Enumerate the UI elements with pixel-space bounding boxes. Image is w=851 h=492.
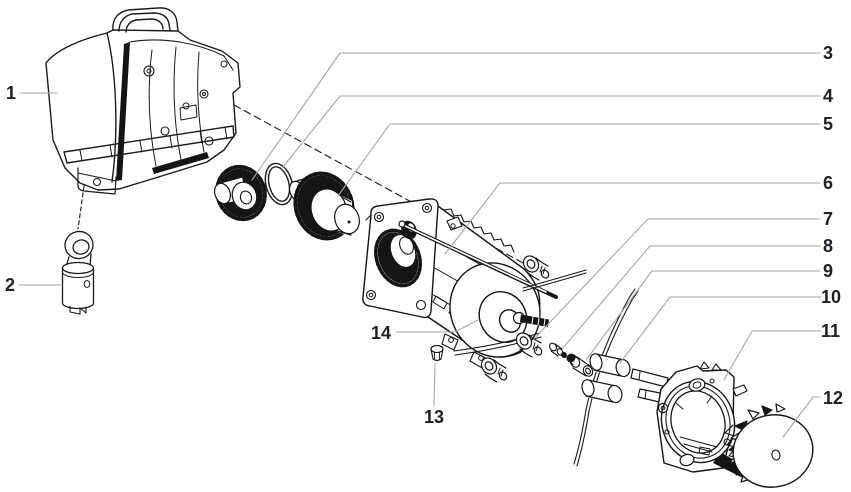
leader-4 [282, 95, 821, 168]
callout-13: 13 [424, 407, 445, 427]
leader-5 [337, 123, 821, 197]
leader-11 [723, 330, 822, 381]
callout-1: 1 [6, 83, 17, 103]
pin-drawing [548, 342, 567, 359]
leader-7 [533, 218, 821, 340]
callout-12: 12 [823, 388, 844, 408]
callout-5: 5 [823, 114, 834, 134]
screw-drawing [480, 255, 550, 383]
leader-3 [251, 52, 821, 181]
callout-3: 3 [823, 43, 834, 63]
motor-assembly-drawing [362, 198, 558, 370]
leader-12 [782, 396, 821, 438]
leader-lines [18, 52, 822, 438]
leader-6 [444, 182, 821, 255]
callout-2: 2 [5, 275, 16, 295]
callout-4: 4 [823, 86, 834, 106]
plug-drawing [430, 344, 444, 362]
leader-13 [433, 363, 436, 407]
callout-14: 14 [371, 323, 392, 343]
small-gear-drawing [213, 164, 267, 222]
fan-drawing [724, 403, 814, 488]
leader-9 [585, 270, 821, 361]
callout-8: 8 [823, 236, 834, 256]
callout-7: 7 [823, 209, 834, 229]
callout-6: 6 [823, 173, 834, 193]
leader-10 [619, 296, 822, 364]
swivel-fitting-drawing [61, 230, 95, 315]
callout-10: 10 [821, 287, 842, 307]
housing-drawing [45, 7, 241, 195]
motor-wires-drawing [453, 269, 639, 467]
capacitor-pair-drawing [581, 353, 631, 404]
elbow-fitting-drawing [566, 353, 594, 377]
callout-11: 11 [821, 321, 841, 341]
large-gear-drawing [288, 171, 360, 241]
o-ring-drawing [264, 162, 294, 206]
leader-14 [395, 319, 479, 333]
callout-9: 9 [823, 261, 834, 281]
leader-8 [561, 245, 821, 350]
